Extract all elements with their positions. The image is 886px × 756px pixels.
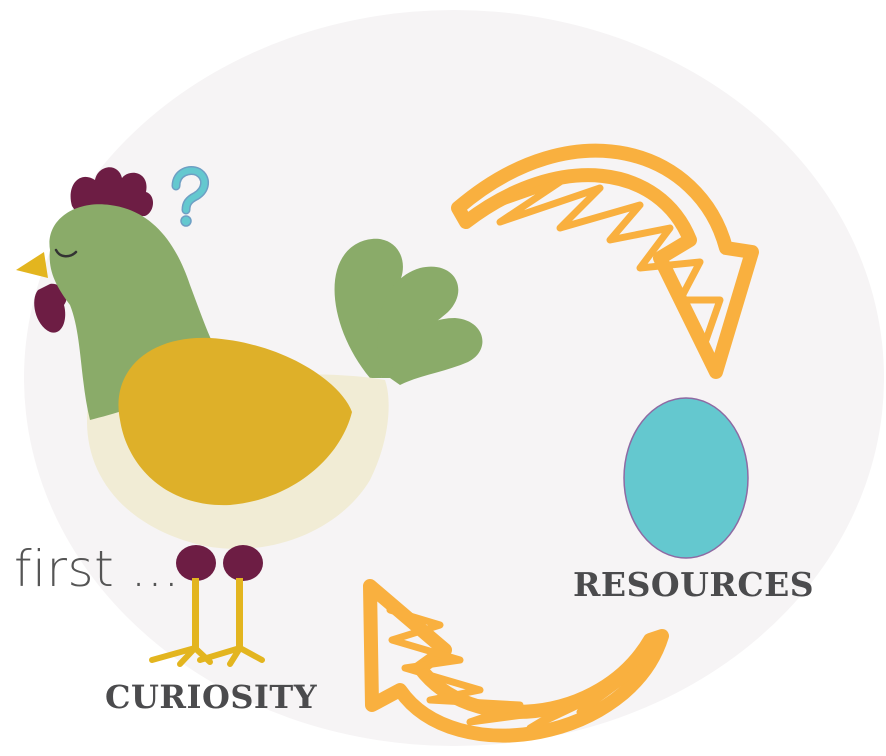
resources-label: RESOURCES: [573, 565, 815, 604]
egg-icon: [623, 397, 749, 559]
curiosity-label: CURIOSITY: [105, 678, 318, 716]
cycle-arrow-bottom: [363, 579, 669, 743]
hen-icon: [16, 167, 483, 667]
first-label: first ...: [14, 540, 180, 598]
cycle-arrow-top: [451, 143, 759, 379]
question-mark-icon: [171, 166, 209, 227]
